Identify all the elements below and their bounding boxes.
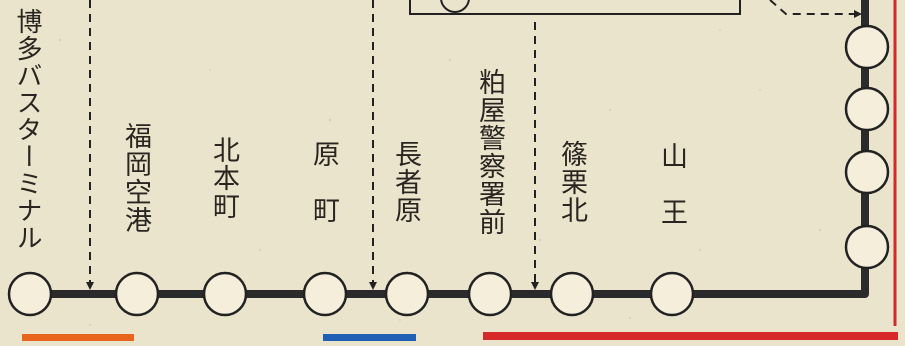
station-label-nagasuhara: 長者原: [390, 140, 421, 224]
color-bar-blue: [323, 334, 416, 341]
station-label-fukuoka-airport: 福岡空港: [120, 122, 151, 234]
route-line: [30, 0, 869, 298]
dashed-arrow-4: [769, 0, 862, 18]
station-label-kitamotomachi: 北本町: [208, 136, 239, 220]
station-marker-haramachi[interactable]: [302, 271, 348, 317]
station-marker-hakata-bus-terminal[interactable]: [7, 271, 53, 317]
color-bar-red: [483, 332, 898, 340]
stations-right: [844, 24, 890, 270]
station-marker-kasuya-police[interactable]: [467, 271, 513, 317]
station-label-sasakuri-kita: 篠栗北: [556, 140, 587, 224]
station-marker-fukuoka-airport[interactable]: [114, 271, 160, 317]
station-label-hakata-bus-terminal: 博多バスターミナル: [12, 8, 42, 251]
station-label-kasuya-police: 粕屋警察署前: [474, 68, 505, 236]
info-box-circle: [440, 0, 470, 13]
station-label-sanno: 山 王: [656, 142, 687, 226]
station-marker-right-2[interactable]: [844, 86, 890, 132]
color-bar-orange: [22, 334, 134, 341]
station-marker-right-4[interactable]: [844, 224, 890, 270]
station-marker-sanno[interactable]: [649, 271, 695, 317]
paper-texture: [59, 29, 821, 326]
station-marker-nagasuhara[interactable]: [384, 271, 430, 317]
stations-bottom: [7, 271, 695, 317]
station-marker-right-3[interactable]: [844, 149, 890, 195]
info-box: [409, 0, 741, 15]
station-label-haramachi: 原 町: [308, 140, 339, 224]
station-marker-kitamotomachi[interactable]: [202, 271, 248, 317]
station-marker-sasakuri-kita[interactable]: [549, 271, 595, 317]
station-marker-right-1[interactable]: [844, 24, 890, 70]
